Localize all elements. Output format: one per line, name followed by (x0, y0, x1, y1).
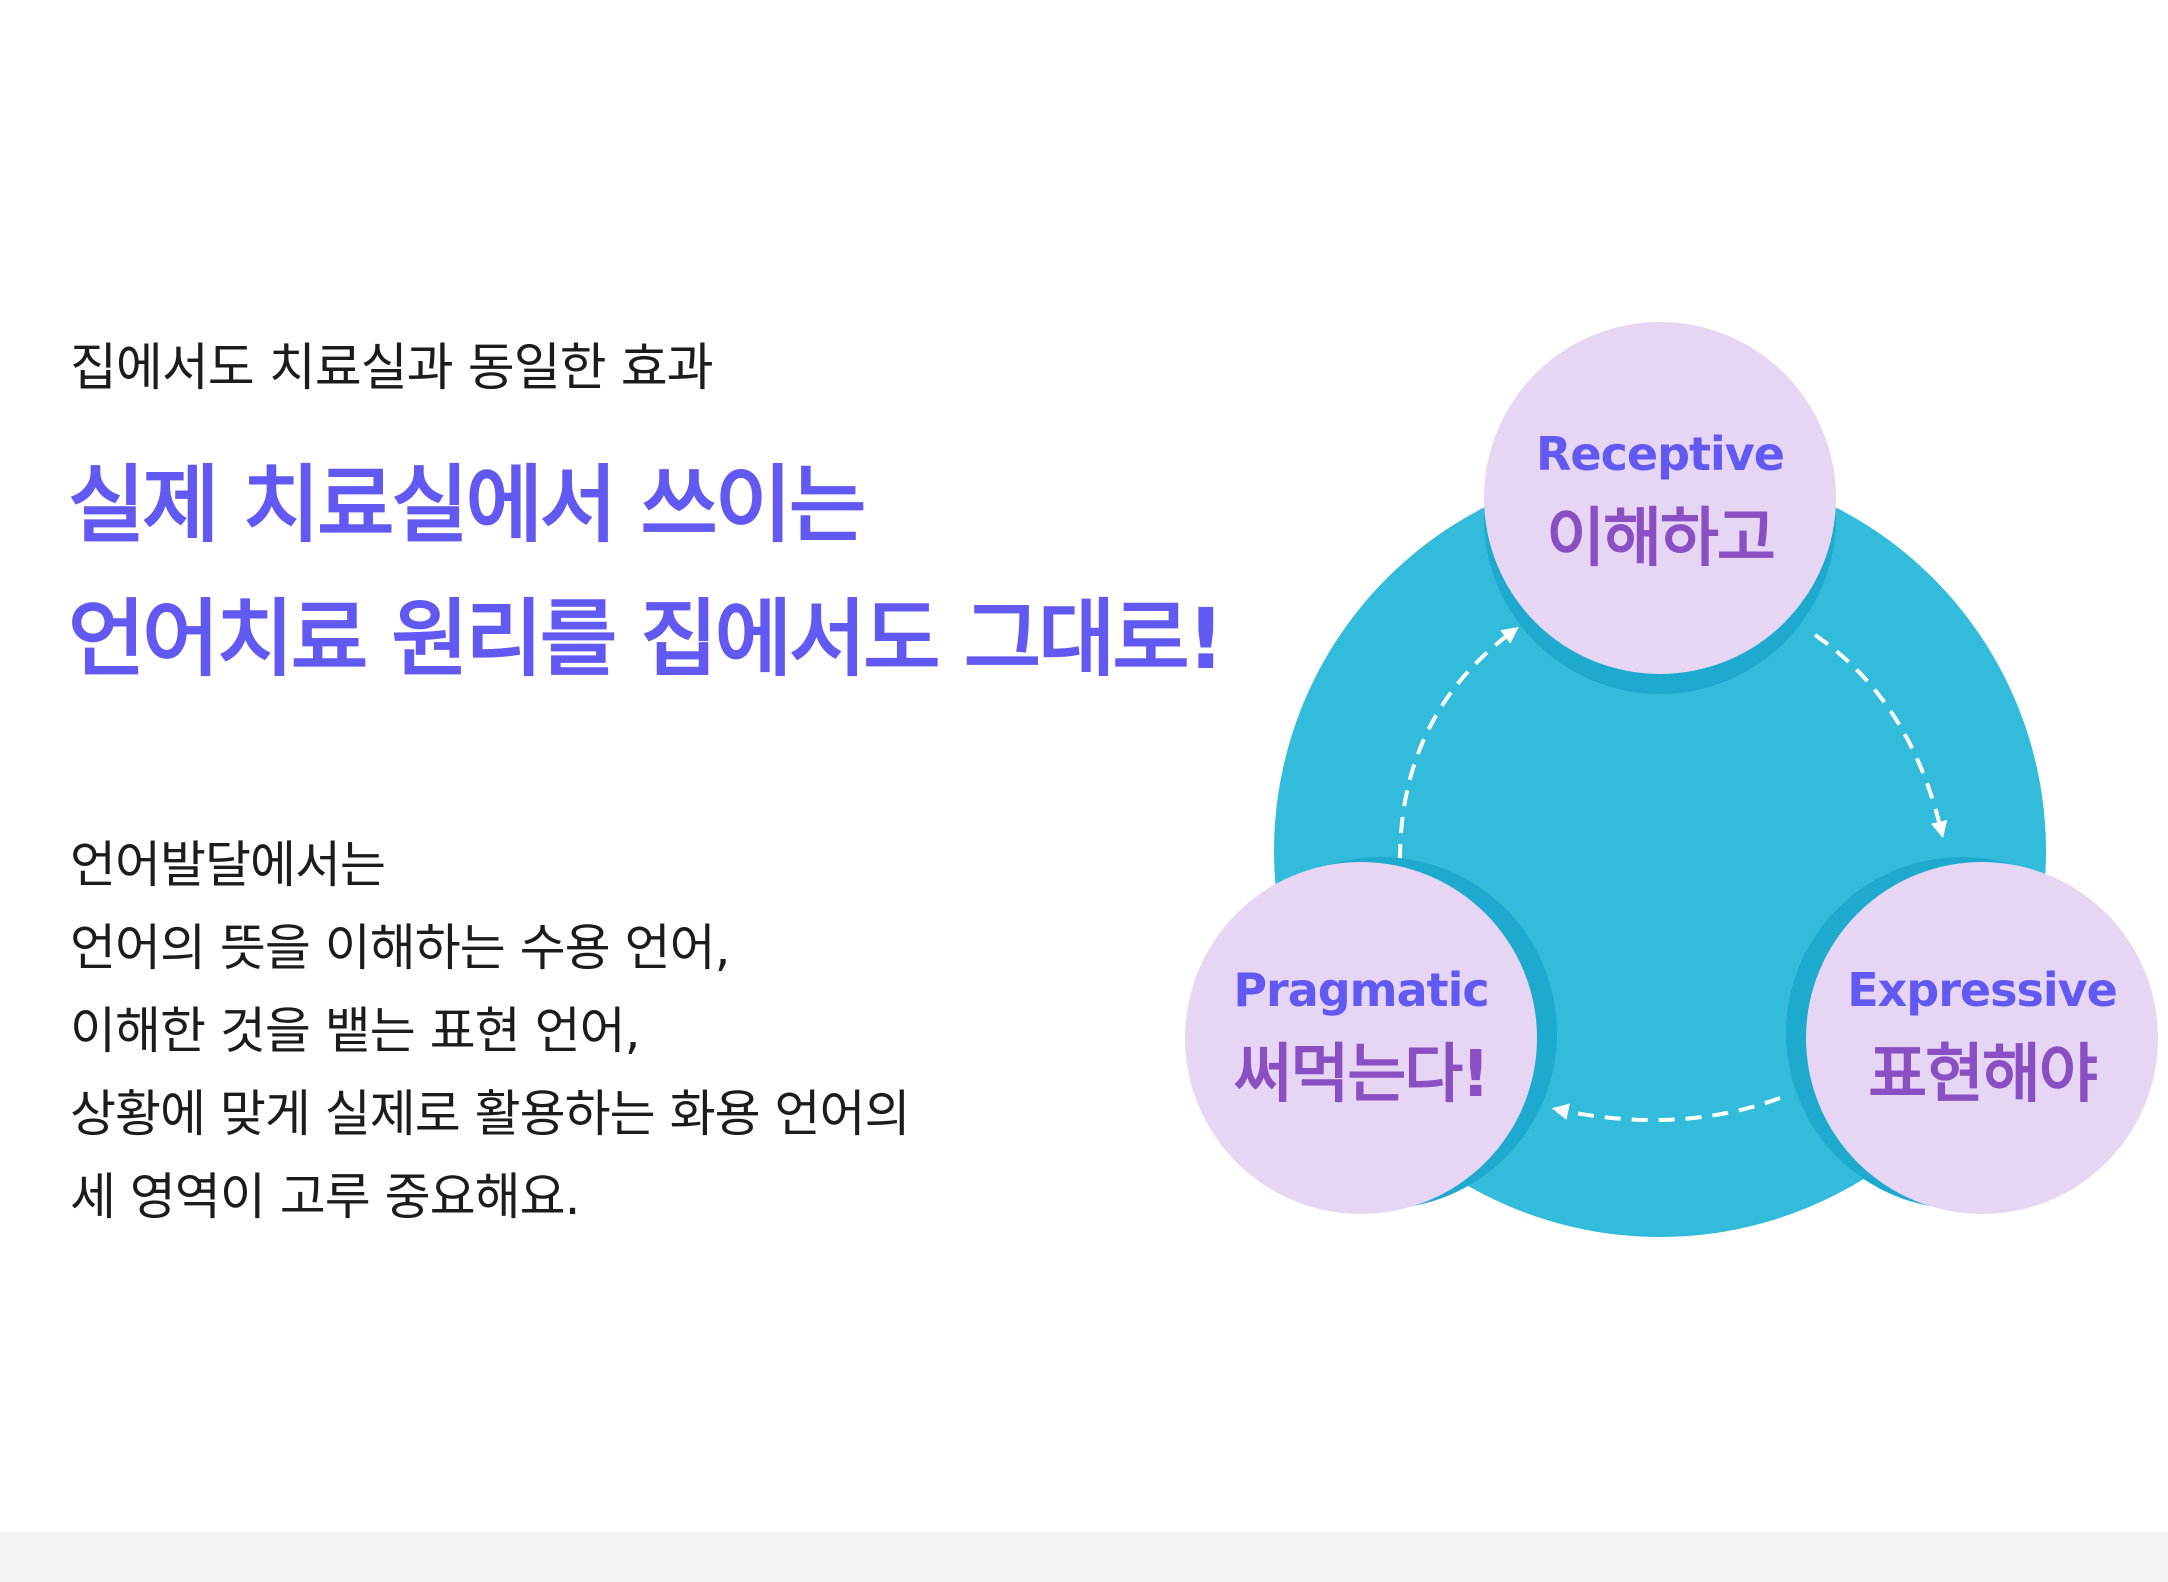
description-line-4: 상황에 맞게 실제로 활용하는 화용 언어의 (70, 1085, 910, 1143)
eyebrow-text: 집에서도 치료실과 동일한 효과 (70, 339, 714, 398)
footer-strip (0, 1532, 2168, 1582)
node-expressive-korean: 표현해야 (1868, 1038, 2097, 1112)
headline-line-1: 실제 치료실에서 쓰이는 (68, 456, 866, 554)
arrow-receptive-to-expressive (1813, 633, 1948, 839)
description-line-5: 세 영역이 고루 중요해요. (70, 1168, 581, 1226)
description-line-3: 이해한 것을 뱉는 표현 언어, (70, 1002, 640, 1060)
headline: 실제 치료실에서 쓰이는 언어치료 원리를 집에서도 그대로! (68, 438, 1225, 706)
node-receptive: Receptive 이해하고 (1484, 322, 1836, 694)
node-pragmatic-korean: 써먹는다! (1234, 1038, 1489, 1112)
node-pragmatic: Pragmatic 써먹는다! (1185, 857, 1557, 1214)
headline-line-2: 언어치료 원리를 집에서도 그대로! (68, 590, 1225, 688)
arrow-pragmatic-to-receptive (1398, 626, 1519, 861)
node-expressive-english: Expressive (1847, 963, 2117, 1017)
node-receptive-english: Receptive (1536, 427, 1784, 481)
description: 언어발달에서는 언어의 뜻을 이해하는 수용 언어, 이해한 것을 뱉는 표현 … (70, 824, 910, 1239)
node-receptive-korean: 이해하고 (1546, 502, 1774, 576)
description-line-2: 언어의 뜻을 이해하는 수용 언어, (70, 919, 730, 977)
description-line-1: 언어발달에서는 (70, 836, 386, 894)
arrow-expressive-to-pragmatic (1551, 1096, 1781, 1123)
language-cycle-diagram: Receptive 이해하고 Expressive 표현해야 Pragmatic… (1185, 322, 2158, 1237)
node-expressive: Expressive 표현해야 (1786, 857, 2158, 1214)
node-pragmatic-english: Pragmatic (1233, 963, 1488, 1017)
